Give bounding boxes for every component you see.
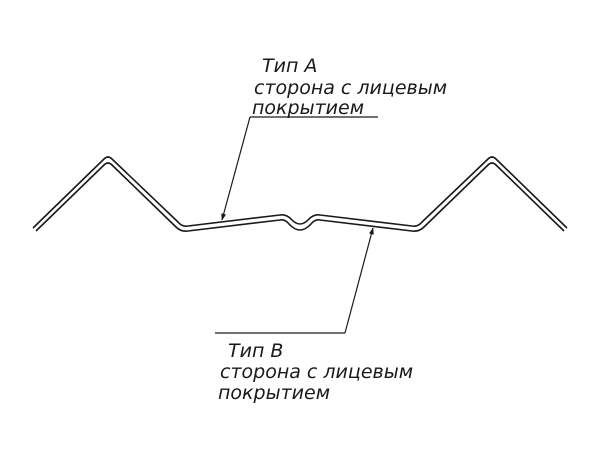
profile-outer-edge — [32, 156, 568, 229]
type-b-line2: покрытием — [218, 382, 330, 404]
type-a-leader-arrow — [221, 116, 251, 221]
type-b-leader-arrow — [344, 227, 374, 334]
profile-inner-edge — [35, 162, 565, 232]
type-a-callout — [221, 116, 378, 221]
type-b-line1: сторона с лицевым — [220, 361, 413, 383]
type-a-line2: покрытием — [252, 97, 364, 119]
type-a-line1: сторона с лицевым — [254, 77, 447, 99]
type-a-label: Тип A сторона с лицевым покрытием — [252, 55, 447, 119]
sheet-profile — [32, 156, 568, 232]
type-b-title: Тип B — [228, 340, 283, 362]
type-b-callout — [215, 227, 374, 334]
type-a-title: Тип A — [262, 55, 317, 77]
type-b-label: Тип B сторона с лицевым покрытием — [218, 340, 413, 404]
